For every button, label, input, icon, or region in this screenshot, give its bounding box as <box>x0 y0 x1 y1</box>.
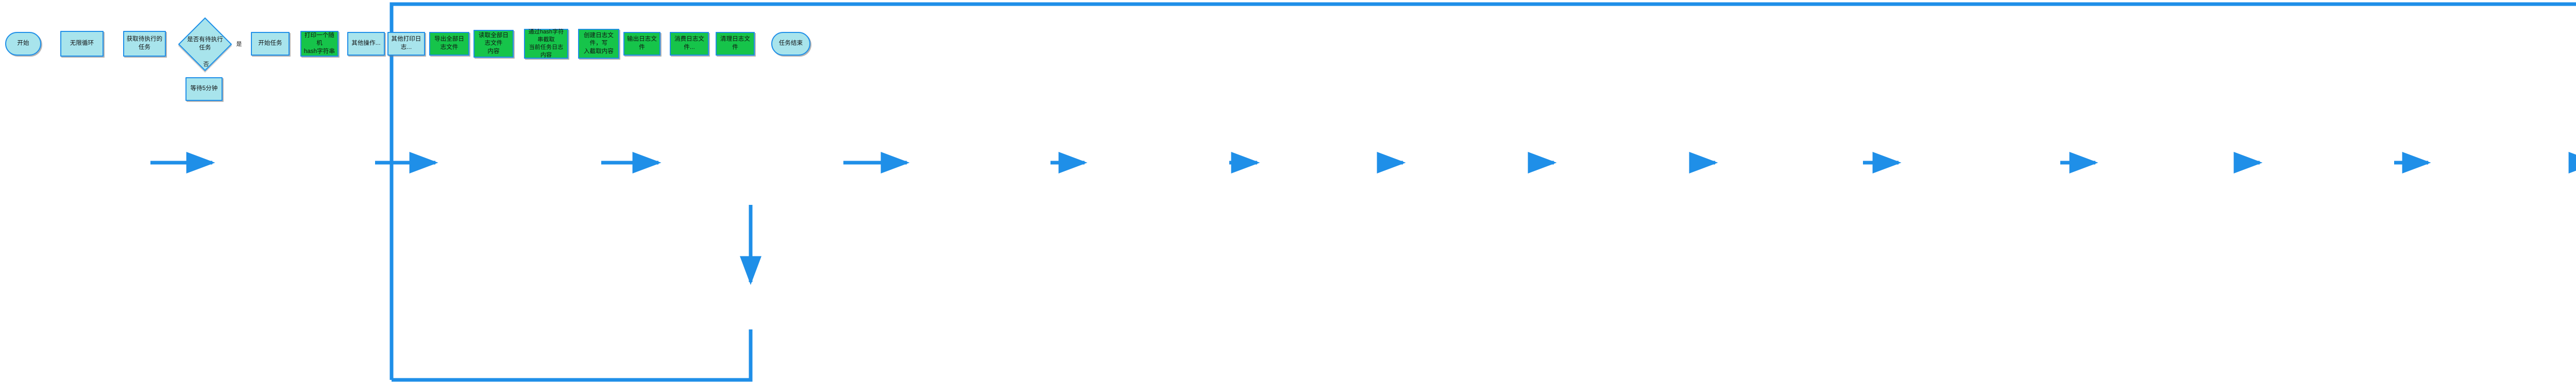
node-clean-log-file[interactable]: 清理日志文件 <box>716 32 755 56</box>
node-fetch-task[interactable]: 获取待执行的任务 <box>123 31 166 57</box>
node-infinite-loop[interactable]: 无限循环 <box>60 31 104 57</box>
edge-label-no: 否 <box>203 61 209 67</box>
node-wait-5-minutes[interactable]: 等待5分钟 <box>185 77 223 101</box>
node-slice-log-by-hash[interactable]: 通过hash字符串截取 当前任务日志内容 <box>524 29 568 59</box>
node-create-log-file[interactable]: 创建日志文件，写 入截取内容 <box>578 29 619 59</box>
node-decision-has-pending-task[interactable]: 是否有待执行 任务 <box>178 17 232 72</box>
node-label-consume-log-file: 消费日志文件... <box>674 36 704 50</box>
node-read-all-log-content[interactable]: 读取全部日志文件 内容 <box>473 30 514 58</box>
node-label-task-end: 任务结束 <box>778 40 803 47</box>
node-label-infinite-loop: 无限循环 <box>70 40 94 47</box>
node-output-log-file[interactable]: 输出日志文件 <box>623 32 660 56</box>
edge-endtask-loopback <box>389 2 2576 380</box>
node-label-create-log-file: 创建日志文件，写 入截取内容 <box>584 32 614 55</box>
node-start-task[interactable]: 开始任务 <box>251 32 290 56</box>
node-label-wait-5-minutes: 等待5分钟 <box>190 85 218 92</box>
node-label-print-random-hash: 打印一个随机 hash字符串 <box>303 32 335 55</box>
edge-wait5-loopback <box>392 329 753 382</box>
node-label-fetch-task: 获取待执行的任务 <box>126 36 163 50</box>
node-label-export-all-logs: 导出全部日志文件 <box>434 36 464 50</box>
node-other-print-logs[interactable]: 其他打印日志... <box>387 32 425 56</box>
node-label-other-operations: 其他操作... <box>351 40 381 47</box>
node-export-all-logs[interactable]: 导出全部日志文件 <box>429 32 469 56</box>
node-consume-log-file[interactable]: 消费日志文件... <box>670 32 709 56</box>
node-start[interactable]: 开始 <box>5 32 41 56</box>
node-other-operations[interactable]: 其他操作... <box>347 32 385 56</box>
node-print-random-hash[interactable]: 打印一个随机 hash字符串 <box>300 31 338 57</box>
node-label-output-log-file: 输出日志文件 <box>627 36 657 50</box>
node-label-clean-log-file: 清理日志文件 <box>720 36 750 50</box>
node-label-decision-has-pending-task: 是否有待执行 任务 <box>187 37 223 51</box>
node-label-read-all-log-content: 读取全部日志文件 内容 <box>479 32 509 55</box>
node-label-start: 开始 <box>17 40 29 47</box>
edge-label-yes: 是 <box>236 41 242 47</box>
node-task-end[interactable]: 任务结束 <box>771 32 810 56</box>
node-label-slice-log-by-hash: 通过hash字符串截取 当前任务日志内容 <box>528 29 564 58</box>
node-label-other-print-logs: 其他打印日志... <box>391 36 421 50</box>
node-label-start-task: 开始任务 <box>258 40 282 47</box>
